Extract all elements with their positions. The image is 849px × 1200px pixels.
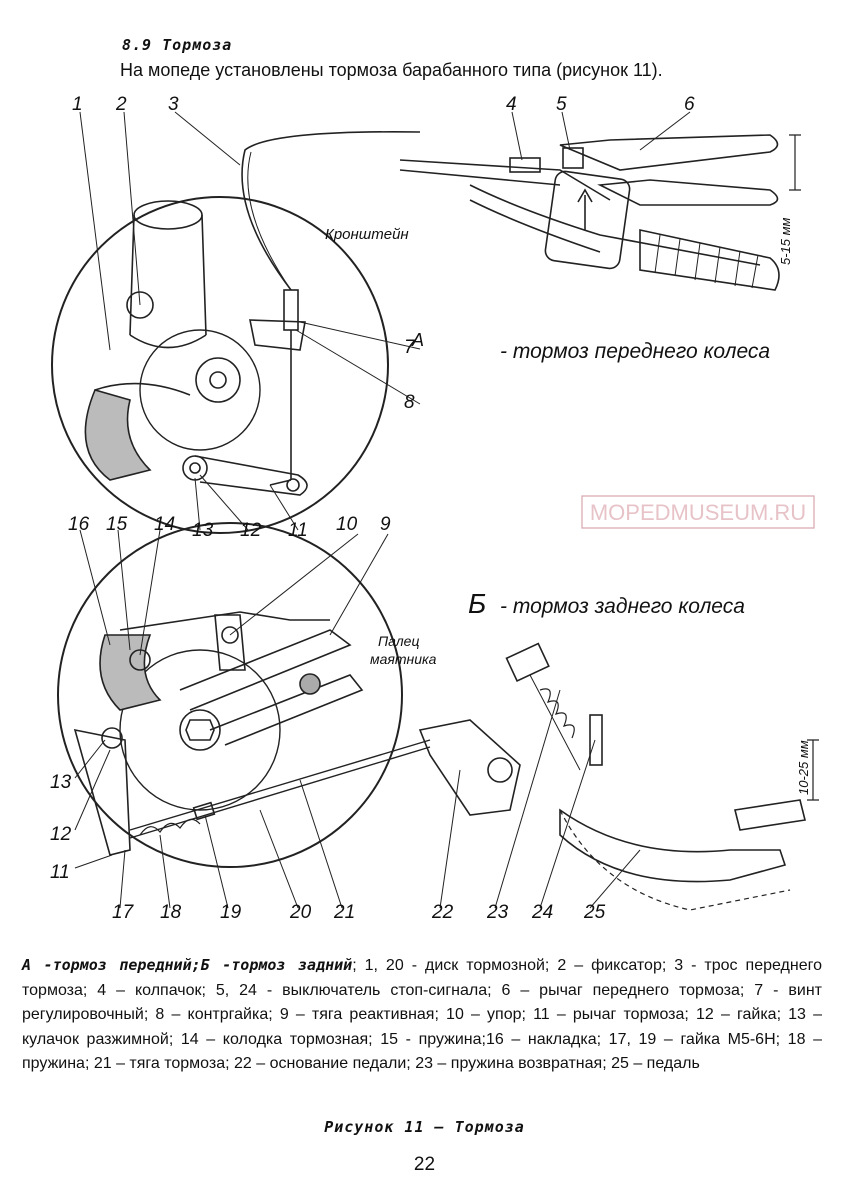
callout-3: 3 bbox=[168, 94, 179, 115]
handlebar-drawing bbox=[399, 134, 801, 291]
callout-18: 18 bbox=[160, 902, 182, 923]
brakes-figure: А А - тормоз переднего колеса Б - тормоз… bbox=[0, 90, 849, 940]
callout-1: 1 bbox=[72, 94, 83, 115]
watermark: MOPEDMUSEUM.RU bbox=[581, 495, 815, 529]
callout-22: 22 bbox=[431, 902, 454, 923]
caption-body: ; 1, 20 - диск тормозной; 2 – фиксатор; … bbox=[22, 957, 822, 1073]
callout-23: 23 bbox=[486, 902, 509, 923]
leader-lines bbox=[74, 111, 691, 909]
page-number: 22 bbox=[413, 1154, 436, 1175]
callout-15: 15 bbox=[106, 514, 128, 535]
pin-label-line1: Палец bbox=[378, 633, 419, 649]
view-a-label: А bbox=[411, 330, 424, 350]
callout-16: 16 bbox=[68, 514, 90, 535]
intro-paragraph: На мопеде установлены тормоза барабанног… bbox=[120, 60, 663, 80]
callout-14: 14 bbox=[154, 514, 175, 535]
callout-19: 19 bbox=[220, 902, 242, 923]
pin-label-line2: маятника bbox=[370, 651, 437, 667]
dimension-rear: 10-25 мм bbox=[796, 740, 811, 795]
rear-brake-drawing bbox=[57, 522, 819, 911]
section-heading: 8.9 Тормоза bbox=[122, 36, 233, 54]
callout-10: 10 bbox=[336, 514, 358, 535]
callout-20: 20 bbox=[289, 902, 312, 923]
callout-13: 13 bbox=[192, 520, 214, 541]
callout-11-rear: 11 bbox=[50, 862, 70, 883]
figure-title: Рисунок 11 – Тормоза bbox=[324, 1118, 525, 1136]
caption-lead: А -тормоз передний;Б -тормоз задний bbox=[22, 956, 353, 974]
callout-13-rear: 13 bbox=[50, 772, 72, 793]
dimension-front: 5-15 мм bbox=[778, 217, 793, 265]
figure-caption: А -тормоз передний;Б -тормоз задний; 1, … bbox=[22, 953, 822, 1077]
callout-8: 8 bbox=[404, 392, 415, 413]
front-brake-drawing bbox=[51, 131, 421, 534]
view-b-letter: Б bbox=[468, 588, 486, 619]
callout-17: 17 bbox=[112, 902, 135, 923]
bracket-label: Кронштейн bbox=[325, 226, 409, 243]
view-b-title: - тормоз заднего колеса bbox=[500, 595, 745, 618]
callout-24: 24 bbox=[531, 902, 553, 923]
callout-5: 5 bbox=[556, 94, 567, 115]
callout-11: 11 bbox=[288, 520, 308, 541]
view-a-title: - тормоз переднего колеса bbox=[500, 340, 770, 363]
callout-25: 25 bbox=[583, 902, 606, 923]
callout-4: 4 bbox=[506, 94, 517, 115]
callout-21: 21 bbox=[333, 902, 355, 923]
callout-12-rear: 12 bbox=[50, 824, 72, 845]
callout-7: 7 bbox=[404, 337, 416, 358]
watermark-text: MOPEDMUSEUM.RU bbox=[590, 500, 806, 525]
callout-12: 12 bbox=[240, 520, 262, 541]
callout-6: 6 bbox=[684, 94, 695, 115]
callout-2: 2 bbox=[115, 94, 127, 115]
callout-9: 9 bbox=[380, 514, 391, 535]
